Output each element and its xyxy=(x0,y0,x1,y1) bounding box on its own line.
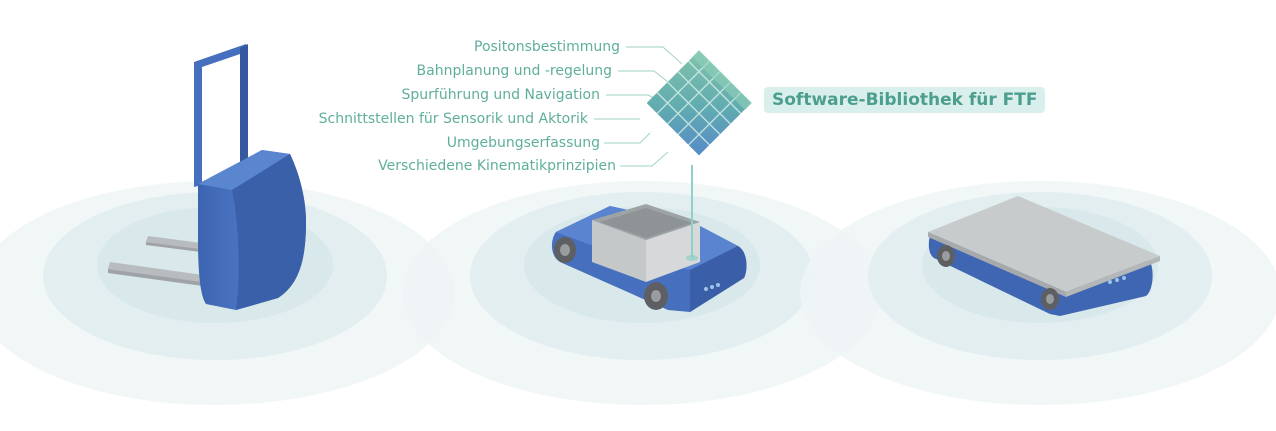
bin-carrier-agv xyxy=(551,165,747,312)
feature-spurfuehrung: Spurführung und Navigation xyxy=(401,87,600,103)
feature-umgebungserfassung: Umgebungserfassung xyxy=(446,135,600,151)
cube-grid-line xyxy=(667,71,721,125)
forklift-agv xyxy=(108,44,306,310)
cube-grid-line xyxy=(688,60,742,114)
cube-grid-line xyxy=(656,60,710,114)
feature-bahnplanung: Bahnplanung und -regelung xyxy=(416,63,612,79)
flat-platform-agv xyxy=(928,196,1160,316)
feature-kinematikprinzipien: Verschiedene Kinematikprinzipien xyxy=(378,158,616,174)
cube-grid-line xyxy=(677,71,731,125)
software-library-label: Software-Bibliothek für FTF xyxy=(764,87,1046,113)
cube-grid-line xyxy=(667,81,721,135)
feature-positionsbestimmung: Positonsbestimmung xyxy=(474,39,620,55)
feature-connectors xyxy=(594,46,683,167)
software-library-cube xyxy=(646,50,752,156)
cube-grid-line xyxy=(677,81,731,135)
cube-grid-line xyxy=(656,92,710,146)
cube-grid-line xyxy=(688,92,742,146)
feature-schnittstellen: Schnittstellen für Sensorik und Aktorik xyxy=(318,111,588,127)
